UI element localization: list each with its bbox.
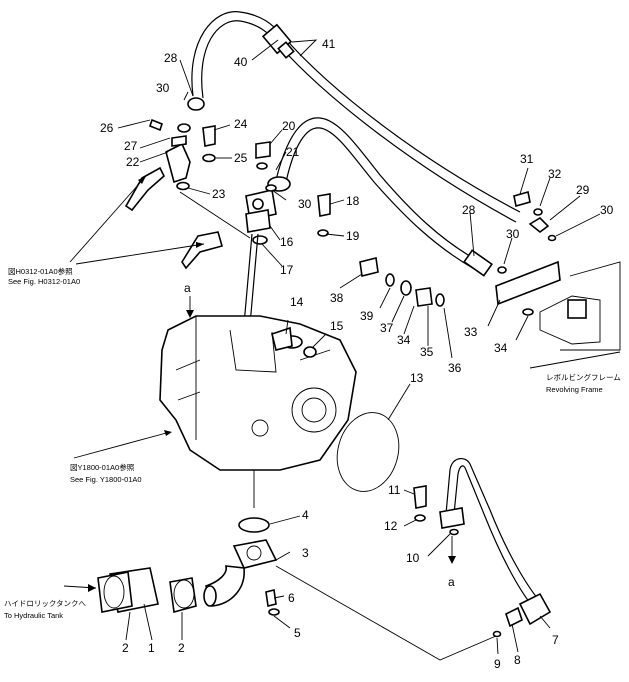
drain-pipe — [275, 458, 552, 661]
callout-32: 32 — [548, 167, 562, 181]
callout-24: 24 — [234, 117, 248, 131]
callout-31: 31 — [520, 152, 534, 166]
callout-28-right: 28 — [462, 203, 476, 217]
callout-23: 23 — [212, 187, 226, 201]
pump-body — [159, 315, 357, 508]
leader-lines — [117, 39, 475, 267]
callout-8: 8 — [514, 653, 521, 667]
callout-33: 33 — [464, 325, 478, 339]
callout-35: 35 — [420, 345, 434, 359]
callout-5: 5 — [294, 626, 301, 640]
callout-11: 11 — [388, 483, 401, 497]
callout-15: 15 — [330, 319, 344, 333]
pump-ref-arrows — [73, 296, 194, 459]
callout-34-b: 34 — [494, 341, 508, 355]
callout-30-a: 30 — [156, 81, 170, 95]
callout-26: 26 — [100, 121, 114, 135]
right-fittings — [339, 167, 601, 359]
callout-9: 9 — [494, 657, 501, 671]
note-revolving-jp: レボルビングフレーム — [546, 372, 621, 382]
callout-numbers: 1 2 2 3 4 5 6 7 8 9 10 11 12 13 14 15 16… — [100, 37, 614, 671]
callout-2-left: 2 — [122, 641, 129, 655]
callout-3: 3 — [302, 546, 309, 560]
callout-20: 20 — [282, 119, 296, 133]
callout-34-a: 34 — [397, 333, 411, 347]
callout-16: 16 — [280, 235, 294, 249]
callout-1: 1 — [148, 641, 155, 655]
callout-6: 6 — [288, 591, 295, 605]
callout-38: 38 — [330, 291, 344, 305]
callout-7: 7 — [552, 633, 559, 647]
callout-2-right: 2 — [178, 641, 185, 655]
note-tank-en: To Hydraulic Tank — [4, 611, 63, 620]
valve-block — [176, 125, 331, 371]
suction-parts — [63, 515, 301, 641]
note-tank-jp: ハイドロリックタンクへ — [4, 599, 87, 608]
callout-37: 37 — [380, 321, 394, 335]
callout-a-top: a — [184, 281, 191, 295]
elbow-fittings — [124, 118, 223, 270]
note-fig-y1800-en: See Fig. Y1800-01A0 — [70, 475, 142, 484]
callout-30-c: 30 — [506, 227, 520, 241]
ref-arrows-h0312 — [69, 175, 205, 265]
callout-18: 18 — [346, 194, 360, 208]
callout-10: 10 — [406, 551, 420, 565]
o-ring-13 — [336, 383, 411, 492]
callout-14: 14 — [290, 295, 304, 309]
note-revolving-en: Revolving Frame — [546, 385, 603, 394]
callout-a-bottom: a — [448, 575, 455, 589]
callout-29: 29 — [576, 183, 590, 197]
callout-17: 17 — [280, 263, 294, 277]
callout-12: 12 — [384, 519, 398, 533]
callout-28-top: 28 — [164, 51, 178, 65]
note-fig-y1800-jp: 図Y1800-01A0参照 — [70, 462, 135, 472]
callout-19: 19 — [346, 229, 360, 243]
note-fig-h0312-jp: 図H0312-01A0参照 — [8, 266, 73, 276]
top-hose — [187, 11, 521, 223]
callout-30-b: 30 — [298, 197, 312, 211]
callout-4: 4 — [302, 508, 309, 522]
callout-40: 40 — [234, 55, 248, 69]
callout-30-d: 30 — [600, 203, 614, 217]
callout-27: 27 — [124, 139, 138, 153]
callout-21: 21 — [286, 145, 300, 159]
middle-hose — [267, 117, 493, 277]
callout-25: 25 — [234, 151, 248, 165]
callout-36: 36 — [448, 361, 462, 375]
callout-41: 41 — [322, 37, 336, 51]
note-fig-h0312-en: See Fig. H0312-01A0 — [8, 277, 80, 286]
callout-13: 13 — [410, 371, 424, 385]
callout-22: 22 — [126, 155, 140, 169]
revolving-frame — [529, 261, 621, 369]
callout-39: 39 — [360, 309, 374, 323]
reference-notes: 図H0312-01A0参照 See Fig. H0312-01A0 図Y1800… — [4, 266, 621, 620]
